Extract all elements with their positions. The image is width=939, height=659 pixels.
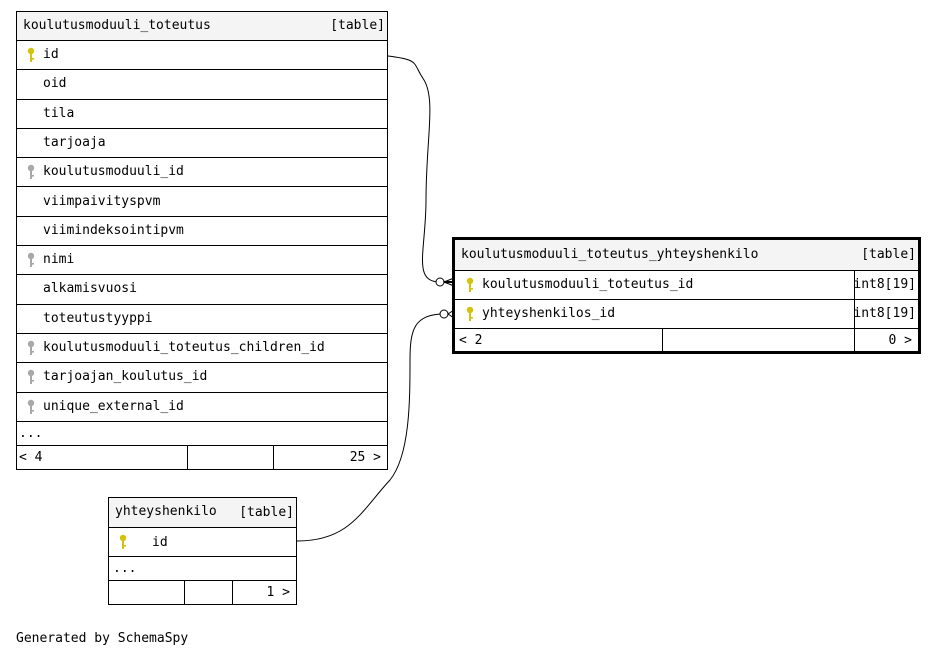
- column-row[interactable]: id: [109, 528, 296, 557]
- column-row[interactable]: viimindeksointipvm: [17, 217, 387, 247]
- column-name: toteutustyyppi: [43, 310, 153, 326]
- column-row[interactable]: koulutusmoduuli_id: [17, 158, 387, 188]
- relation-optional-marker: [439, 309, 449, 319]
- column-name: tarjoajan_koulutus_id: [43, 369, 208, 385]
- more-columns: ...: [113, 561, 137, 576]
- column-row[interactable]: viimpaivityspvm: [17, 188, 387, 217]
- column-name: alkamisvuosi: [43, 281, 137, 297]
- column-row[interactable]: yhteyshenkilos_id int8[19]: [455, 300, 918, 329]
- column-row[interactable]: nimi: [17, 246, 387, 276]
- foreign-key-icon: [26, 399, 36, 415]
- table-type-tag: [table]: [239, 505, 294, 520]
- column-type: int8[19]: [853, 277, 916, 292]
- column-row[interactable]: toteutustyyppi: [17, 305, 387, 334]
- column-row[interactable]: tarjoajan_koulutus_id: [17, 363, 387, 393]
- column-row[interactable]: koulutusmoduuli_toteutus_children_id: [17, 334, 387, 364]
- column-name: viimindeksointipvm: [43, 222, 184, 238]
- relation-toteutus-to-link: [387, 55, 441, 283]
- children-count[interactable]: 0 >: [888, 333, 912, 348]
- column-name: viimpaivityspvm: [43, 193, 161, 209]
- table-name: koulutusmoduuli_toteutus: [23, 18, 211, 33]
- foreign-key-icon: [26, 369, 36, 385]
- primary-key-icon: [118, 534, 128, 550]
- more-columns-row: ...: [109, 557, 296, 581]
- more-columns-row: ...: [17, 422, 387, 446]
- table-name: koulutusmoduuli_toteutus_yhteyshenkilo: [461, 247, 759, 262]
- children-count[interactable]: 1 >: [266, 585, 290, 600]
- column-row[interactable]: alkamisvuosi: [17, 275, 387, 305]
- column-row[interactable]: tila: [17, 100, 387, 129]
- generated-by-label: Generated by SchemaSpy: [16, 631, 189, 646]
- primary-key-icon: [465, 277, 475, 293]
- column-row[interactable]: koulutusmoduuli_toteutus_id int8[19]: [455, 271, 918, 300]
- table-header[interactable]: yhteyshenkilo [table]: [109, 498, 296, 528]
- column-name: tarjoaja: [43, 134, 106, 150]
- primary-key-icon: [465, 306, 475, 322]
- more-columns: ...: [19, 426, 43, 441]
- column-name: koulutusmoduuli_id: [43, 164, 184, 180]
- table-footer: < 2 0 >: [455, 329, 918, 351]
- parents-count[interactable]: < 4: [19, 450, 43, 465]
- column-name: id: [152, 535, 168, 550]
- table-koulutusmoduuli-toteutus-yhteyshenkilo[interactable]: koulutusmoduuli_toteutus_yhteyshenkilo […: [452, 237, 921, 354]
- table-name: yhteyshenkilo: [115, 504, 217, 519]
- primary-key-icon: [26, 47, 36, 63]
- table-type-tag: [table]: [330, 18, 385, 33]
- table-yhteyshenkilo[interactable]: yhteyshenkilo [table] id ... 1 >: [108, 497, 297, 605]
- table-header[interactable]: koulutusmoduuli_toteutus_yhteyshenkilo […: [455, 240, 918, 271]
- column-name: koulutusmoduuli_toteutus_id: [482, 277, 694, 292]
- relation-yhteyshenkilo-to-link: [296, 313, 445, 542]
- table-type-tag: [table]: [861, 247, 916, 262]
- column-name: id: [43, 47, 59, 62]
- children-count[interactable]: 25 >: [349, 450, 381, 465]
- foreign-key-icon: [26, 164, 36, 180]
- column-name: unique_external_id: [43, 398, 184, 414]
- column-row[interactable]: oid: [17, 70, 387, 100]
- table-footer: 1 >: [109, 581, 296, 604]
- table-header[interactable]: koulutusmoduuli_toteutus [table]: [17, 12, 387, 41]
- column-name: tila: [43, 105, 75, 121]
- column-name: yhteyshenkilos_id: [482, 306, 616, 321]
- foreign-key-icon: [26, 340, 36, 356]
- column-name: oid: [43, 76, 67, 92]
- foreign-key-icon: [26, 252, 36, 268]
- table-koulutusmoduuli-toteutus[interactable]: koulutusmoduuli_toteutus [table] id oid ti…: [16, 11, 388, 470]
- relation-optional-marker: [435, 277, 445, 287]
- column-name: koulutusmoduuli_toteutus_children_id: [43, 340, 325, 355]
- column-row[interactable]: id: [17, 41, 387, 71]
- column-row[interactable]: tarjoaja: [17, 129, 387, 159]
- column-type: int8[19]: [853, 306, 916, 321]
- column-row[interactable]: unique_external_id: [17, 393, 387, 422]
- table-footer: < 4 25 >: [17, 446, 387, 469]
- parents-count[interactable]: < 2: [459, 333, 483, 348]
- column-name: nimi: [43, 252, 75, 268]
